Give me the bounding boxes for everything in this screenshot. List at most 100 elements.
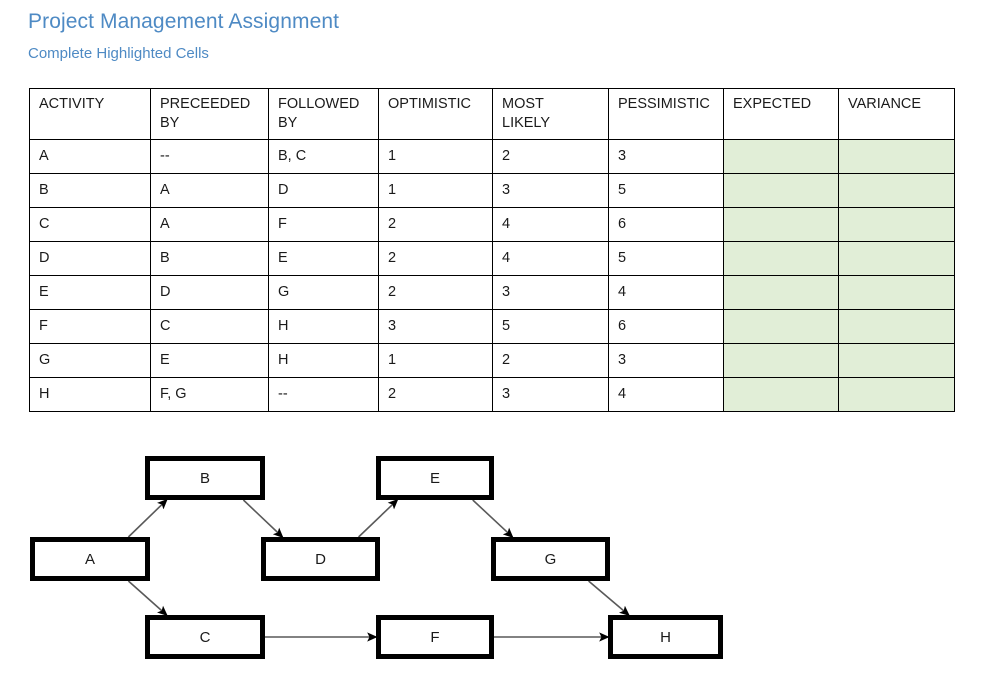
arrow-a-to-c [127, 580, 168, 617]
cell-pessimistic: 4 [608, 377, 724, 413]
cell-preceeded-by: D [150, 275, 269, 311]
node-b[interactable]: B [145, 456, 265, 500]
cell-expected[interactable] [723, 241, 839, 277]
cell-pessimistic: 5 [608, 241, 724, 277]
column-header-variance-line1: VARIANCE [848, 96, 922, 112]
column-header-most-likely-line1: MOST [502, 96, 544, 112]
cell-optimistic: 1 [378, 173, 493, 209]
column-header-optimistic-line1: OPTIMISTIC [388, 96, 471, 112]
cell-variance[interactable] [838, 343, 955, 379]
cell-optimistic: 2 [378, 377, 493, 413]
cell-most-likely: 3 [492, 173, 609, 209]
node-a-label: A [84, 550, 95, 568]
cell-pessimistic: 4 [608, 275, 724, 311]
cell-expected[interactable] [723, 309, 839, 345]
cell-expected[interactable] [723, 377, 839, 413]
cell-variance[interactable] [838, 309, 955, 345]
node-h-label: H [660, 628, 671, 646]
column-header-preceeded-by: PRECEEDED BY [150, 87, 269, 141]
cell-optimistic: 1 [378, 343, 493, 379]
cell-pessimistic: 3 [608, 139, 724, 175]
node-d[interactable]: D [261, 537, 380, 581]
cell-variance[interactable] [838, 173, 955, 209]
cell-expected[interactable] [723, 207, 839, 243]
cell-followed-by: G [268, 275, 379, 311]
column-header-most-likely-line2: LIKELY [502, 115, 551, 132]
cell-followed-by: F [268, 207, 379, 243]
node-e[interactable]: E [376, 456, 494, 500]
cell-followed-by: D [268, 173, 379, 209]
cell-pessimistic: 6 [608, 309, 724, 345]
node-a[interactable]: A [30, 537, 150, 581]
node-g[interactable]: G [491, 537, 610, 581]
cell-most-likely: 2 [492, 343, 609, 379]
node-h[interactable]: H [608, 615, 723, 659]
cell-most-likely: 2 [492, 139, 609, 175]
cell-followed-by: H [268, 309, 379, 345]
cell-followed-by: B, C [268, 139, 379, 175]
node-g-label: G [544, 550, 557, 568]
cell-activity: G [29, 343, 151, 379]
column-header-pessimistic: PESSIMISTIC [608, 87, 724, 141]
cell-variance[interactable] [838, 241, 955, 277]
column-header-pessimistic-line1: PESSIMISTIC [618, 96, 710, 112]
cell-activity: H [29, 377, 151, 413]
cell-activity: B [29, 173, 151, 209]
cell-expected[interactable] [723, 343, 839, 379]
cell-pessimistic: 5 [608, 173, 724, 209]
page-title: Project Management Assignment [28, 10, 340, 33]
node-e-label: E [429, 469, 440, 487]
column-header-followed-by-line2: BY [278, 115, 298, 132]
page-subtitle: Complete Highlighted Cells [28, 45, 209, 62]
cell-preceeded-by: A [150, 207, 269, 243]
cell-most-likely: 4 [492, 241, 609, 277]
cell-preceeded-by: -- [150, 139, 269, 175]
column-header-preceeded-by-line1: PRECEEDED [160, 96, 251, 112]
cell-pessimistic: 6 [608, 207, 724, 243]
cell-expected[interactable] [723, 275, 839, 311]
node-b-label: B [199, 469, 210, 487]
node-c-label: C [199, 628, 211, 646]
cell-expected[interactable] [723, 173, 839, 209]
cell-activity: C [29, 207, 151, 243]
network-diagram: A B C D E F G H [0, 440, 1002, 693]
cell-expected[interactable] [723, 139, 839, 175]
cell-variance[interactable] [838, 377, 955, 413]
cell-preceeded-by: A [150, 173, 269, 209]
node-c[interactable]: C [145, 615, 265, 659]
column-header-preceeded-by-line2: BY [160, 115, 180, 132]
cell-pessimistic: 3 [608, 343, 724, 379]
cell-preceeded-by: E [150, 343, 269, 379]
cell-activity: F [29, 309, 151, 345]
cell-optimistic: 2 [378, 207, 493, 243]
cell-activity: D [29, 241, 151, 277]
arrow-e-to-g [472, 499, 514, 539]
column-header-activity: ACTIVITY [29, 87, 151, 141]
node-f-label: F [430, 628, 440, 646]
cell-variance[interactable] [838, 207, 955, 243]
cell-activity: A [29, 139, 151, 175]
column-header-optimistic: OPTIMISTIC [378, 87, 493, 141]
cell-variance[interactable] [838, 139, 955, 175]
cell-preceeded-by: F, G [150, 377, 269, 413]
column-header-most-likely: MOST LIKELY [492, 87, 609, 141]
column-header-followed-by-line1: FOLLOWED [278, 96, 360, 112]
cell-most-likely: 5 [492, 309, 609, 345]
cell-optimistic: 2 [378, 241, 493, 277]
cell-most-likely: 4 [492, 207, 609, 243]
arrow-g-to-h [588, 580, 630, 617]
diagram-arrow-layer [127, 498, 630, 642]
cell-optimistic: 2 [378, 275, 493, 311]
cell-optimistic: 1 [378, 139, 493, 175]
cell-variance[interactable] [838, 275, 955, 311]
column-header-variance: VARIANCE [838, 87, 955, 141]
node-f[interactable]: F [376, 615, 494, 659]
